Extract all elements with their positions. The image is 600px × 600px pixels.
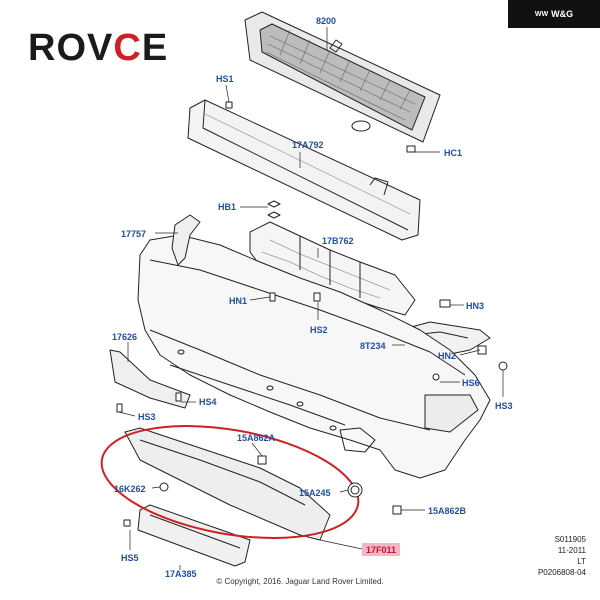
reference-line-3: LT — [577, 557, 586, 566]
label-17a385: 17A385 — [165, 569, 197, 579]
reference-line-4: P0206808-04 — [537, 568, 586, 577]
leader-lines — [118, 27, 504, 570]
label-hs3-right: HS3 — [495, 401, 513, 411]
lower-deflector-part — [109, 349, 191, 409]
air-duct-part — [249, 221, 416, 316]
reinforcement-beam-part — [187, 99, 421, 241]
bumper-cover-part — [137, 234, 491, 479]
corner-badge: WW W&G — [508, 0, 600, 28]
undertray-part — [124, 427, 331, 541]
brand-logo: ROVCE — [28, 28, 168, 68]
reference-line-1: S011905 — [554, 535, 586, 544]
fasteners — [116, 101, 508, 527]
label-15a245: 15A245 — [299, 488, 331, 498]
label-hn3: HN3 — [466, 301, 485, 311]
label-8200: 8200 — [316, 16, 337, 26]
label-hb1: HB1 — [218, 202, 237, 212]
label-hn2: HN2 — [438, 351, 457, 361]
logo-text-dark: ROV — [28, 27, 114, 69]
upper-trim-part — [171, 214, 201, 266]
wg-mark-icon: WW — [534, 10, 549, 18]
grille-part — [244, 11, 441, 143]
license-plate-bracket-part — [137, 504, 251, 567]
label-hs3-left: HS3 — [138, 412, 156, 422]
label-16k262: 16K262 — [114, 484, 146, 494]
corner-badge-text: W&G — [551, 9, 574, 19]
label-hs1: HS1 — [216, 74, 234, 84]
label-hs4: HS4 — [199, 397, 217, 407]
label-17757: 17757 — [121, 229, 147, 239]
label-hs2: HS2 — [310, 325, 328, 335]
logo-text-dark-end: E — [141, 27, 169, 69]
label-15a862b: 15A862B — [428, 506, 467, 516]
label-15a862a: 15A862A — [237, 433, 276, 443]
label-hs5: HS5 — [121, 553, 139, 563]
label-8t234: 8T234 — [360, 341, 386, 351]
logo-text-red: C — [113, 27, 142, 69]
label-hs6: HS6 — [462, 378, 480, 388]
reference-block: S011905 11-2011 LT P0206808-04 — [538, 534, 586, 578]
label-hc1: HC1 — [444, 148, 463, 158]
label-17b762: 17B762 — [322, 236, 354, 246]
label-17a792: 17A792 — [292, 140, 324, 150]
copyright-notice: © Copyright, 2016. Jaguar Land Rover Lim… — [216, 577, 384, 586]
label-17626: 17626 — [112, 332, 138, 342]
label-hn1: HN1 — [229, 296, 248, 306]
highlighted-part-label: 17F011 — [362, 543, 400, 556]
reference-line-2: 11-2011 — [557, 546, 586, 555]
